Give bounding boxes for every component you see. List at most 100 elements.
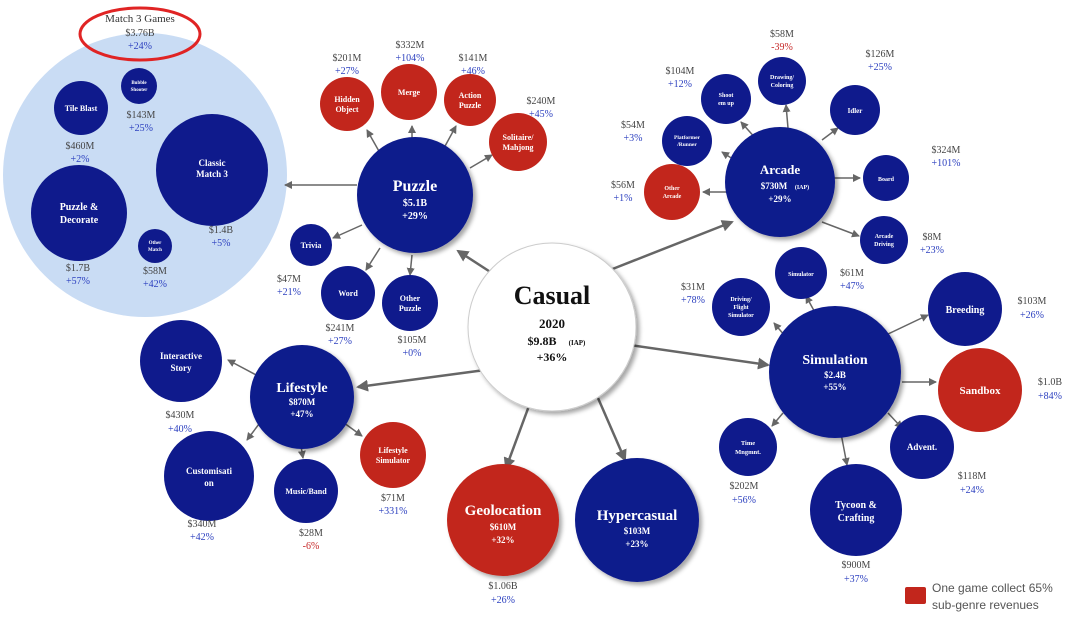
lifestyle-growth: +47% — [290, 409, 313, 419]
action-puzzle-value: $141M — [459, 53, 488, 64]
node-platformer-runner[interactable]: Platformer /Runner — [662, 116, 712, 166]
node-word[interactable]: Word — [321, 266, 375, 320]
node-classic-match3[interactable]: Classic Match 3 — [156, 114, 268, 226]
word-value: $241M — [326, 323, 355, 334]
simulator-growth: +47% — [840, 281, 864, 292]
arcade-name: Arcade — [760, 162, 800, 177]
customisation-line1: Customisati — [186, 466, 233, 476]
other-arcade-line2: Arcade — [663, 194, 682, 200]
node-puzzle[interactable] — [357, 137, 473, 253]
node-tile-blast[interactable]: Tile Blast — [54, 81, 108, 135]
node-idler[interactable]: Idler — [830, 85, 880, 135]
node-advent[interactable]: Advent. — [890, 415, 954, 479]
driving-flight-value: $31M — [681, 282, 705, 293]
node-time-management[interactable]: Time Mngmnt. — [719, 418, 777, 476]
puzzle-decorate-line2: Decorate — [60, 215, 99, 226]
node-breeding[interactable]: Breeding — [928, 272, 1002, 346]
node-other-puzzle[interactable]: Other Puzzle — [382, 275, 438, 331]
node-lifestyle-simulator[interactable]: Lifestyle Simulator — [360, 422, 426, 488]
node-bubble-shooter[interactable]: Bubble Shooter — [121, 68, 157, 104]
simulator-value: $61M — [840, 268, 864, 279]
node-arcade-driving[interactable]: Arcade Driving — [860, 216, 908, 264]
platformer-growth: +3% — [624, 133, 643, 144]
drawing-line2: Coloring — [771, 83, 794, 89]
tile-blast-label: Tile Blast — [65, 104, 98, 113]
geolocation-name: Geolocation — [465, 503, 542, 519]
node-other-arcade[interactable]: Other Arcade — [644, 164, 700, 220]
bubble-shooter-growth: +25% — [129, 123, 153, 134]
node-other-match[interactable]: Other Match — [138, 229, 172, 263]
node-interactive-story[interactable]: Interactive Story — [140, 320, 222, 402]
arcade-driving-line2: Driving — [874, 242, 894, 248]
simulation-revenue: $2.4B — [824, 370, 846, 380]
solitaire-line1: Solitaire/ — [503, 133, 535, 142]
node-simulator[interactable]: Simulator — [775, 247, 827, 299]
word-growth: +27% — [328, 336, 352, 347]
tile-blast-growth: +2% — [71, 154, 90, 165]
lifestyle-sim-line2: Simulator — [376, 456, 411, 465]
lifestyle-sim-value: $71M — [381, 493, 405, 504]
driving-flight-line2: Flight — [733, 305, 748, 311]
interactive-story-value: $430M — [166, 410, 195, 421]
legend-line2: sub-genre revenues — [932, 598, 1039, 612]
advent-growth: +24% — [960, 485, 984, 496]
node-hidden-object[interactable]: Hidden Object — [320, 77, 374, 131]
other-puzzle-growth: +0% — [403, 348, 422, 359]
node-arcade[interactable] — [725, 127, 835, 237]
node-customisation[interactable]: Customisati on — [164, 431, 254, 521]
node-driving-flight-simulator[interactable]: Driving/ Flight Simulator — [712, 278, 770, 336]
shoot-em-up-line2: em up — [718, 101, 734, 107]
arcade-driving-value: $8M — [923, 232, 942, 243]
lifestyle-revenue: $870M — [289, 397, 316, 407]
node-hypercasual[interactable] — [575, 458, 699, 582]
driving-flight-line1: Driving/ — [730, 297, 752, 303]
board-growth: +101% — [932, 158, 961, 169]
arcade-revenue-note: (IAP) — [795, 184, 809, 191]
node-board[interactable]: Board — [863, 155, 909, 201]
drawing-line1: Drawing/ — [770, 75, 794, 81]
puzzle-decorate-growth: +57% — [66, 276, 90, 287]
node-puzzle-decorate[interactable]: Puzzle & Decorate — [31, 165, 127, 261]
advent-label: Advent. — [907, 442, 937, 452]
node-drawing-coloring[interactable]: Drawing/ Coloring — [758, 57, 806, 105]
node-music-band[interactable]: Music/Band — [274, 459, 338, 523]
other-match-value: $58M — [143, 266, 167, 277]
shoot-em-up-growth: +12% — [668, 79, 692, 90]
time-mgmt-line1: Time — [741, 440, 755, 447]
node-lifestyle[interactable] — [250, 345, 354, 449]
casual-revenue-note: (IAP) — [569, 339, 586, 347]
node-sandbox[interactable]: Sandbox — [938, 348, 1022, 432]
music-band-growth: -6% — [303, 541, 320, 552]
tycoon-value: $900M — [842, 560, 871, 571]
board-value: $324M — [932, 145, 961, 156]
node-solitaire-mahjong[interactable]: Solitaire/ Mahjong — [489, 113, 547, 171]
match3-title: Match 3 Games — [105, 13, 175, 25]
customisation-value: $340M — [188, 519, 217, 530]
hidden-object-growth: +27% — [335, 66, 359, 77]
casual-title: Casual — [514, 281, 591, 310]
casual-growth: +36% — [537, 350, 568, 364]
node-merge[interactable]: Merge — [381, 64, 437, 120]
simulation-name: Simulation — [802, 353, 868, 368]
node-geolocation[interactable] — [447, 464, 559, 576]
solitaire-growth: +45% — [529, 109, 553, 120]
other-puzzle-line2: Puzzle — [399, 304, 422, 313]
other-match-line1: Other — [149, 241, 163, 246]
node-shoot-em-up[interactable]: Shoot em up — [701, 74, 751, 124]
node-trivia[interactable]: Trivia — [290, 224, 332, 266]
puzzle-decorate-value: $1.7B — [66, 263, 91, 274]
action-puzzle-line2: Puzzle — [459, 101, 482, 110]
bubble-shooter-line2: Shooter — [131, 88, 148, 93]
node-action-puzzle[interactable]: Action Puzzle — [444, 74, 496, 126]
time-mgmt-value: $202M — [730, 481, 759, 492]
merge-value: $332M — [396, 40, 425, 51]
node-casual-center[interactable] — [467, 242, 637, 412]
geolocation-extra-growth: +26% — [491, 595, 515, 606]
other-arcade-value: $56M — [611, 180, 635, 191]
node-simulation[interactable] — [769, 306, 901, 438]
geolocation-growth: +32% — [491, 535, 514, 545]
other-arcade-growth: +1% — [614, 193, 633, 204]
interactive-story-line1: Interactive — [160, 351, 202, 361]
action-puzzle-line1: Action — [459, 91, 482, 100]
node-tycoon-crafting[interactable]: Tycoon & Crafting — [810, 464, 902, 556]
